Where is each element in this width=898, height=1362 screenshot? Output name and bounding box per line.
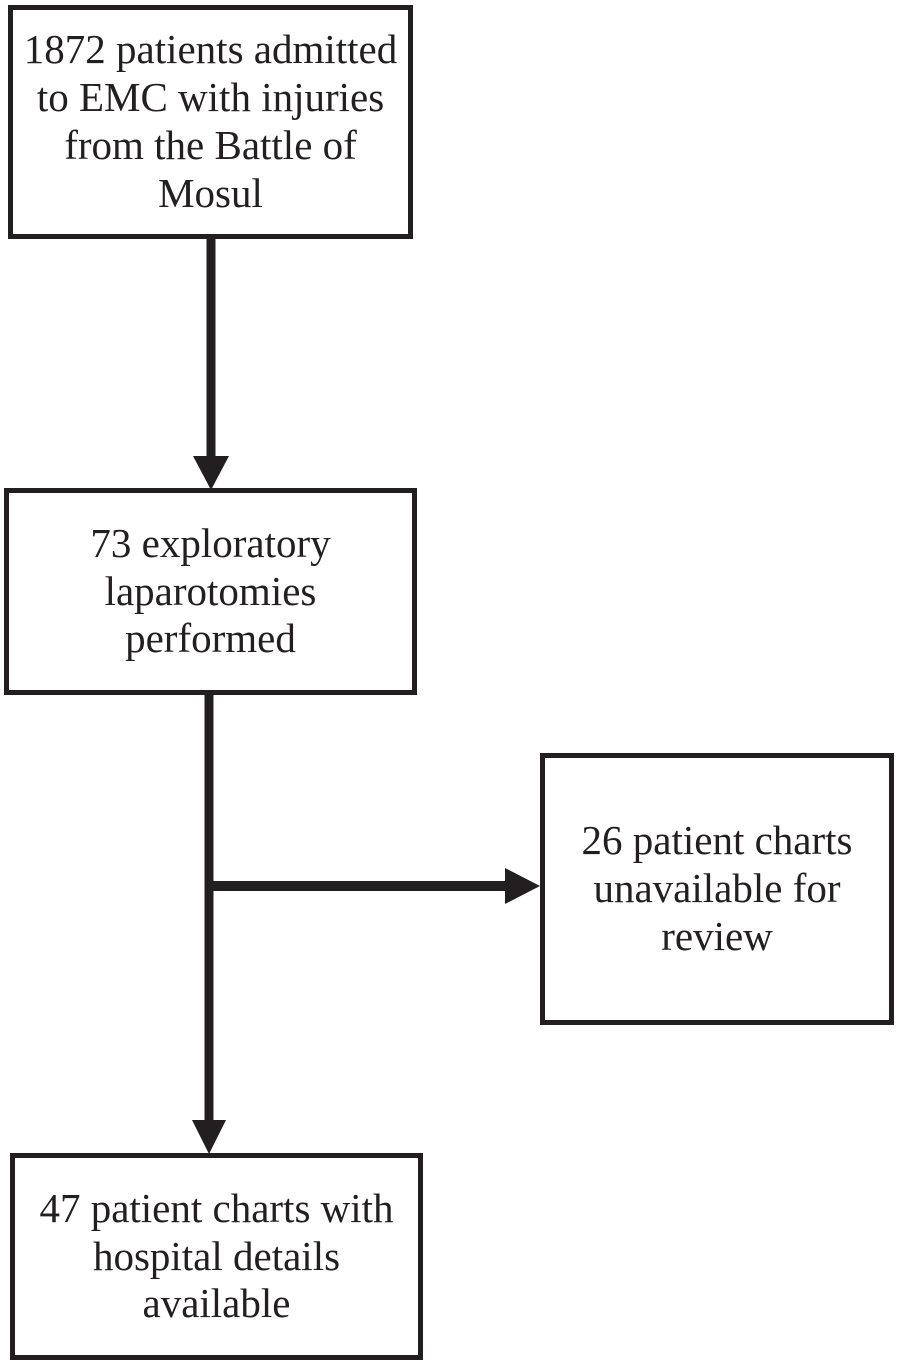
flow-node-available-label: 47 patient charts with hospital details … bbox=[39, 1184, 394, 1327]
flow-node-laparotomies: 73 exploratory laparotomies performed bbox=[4, 488, 417, 695]
flow-node-unavailable: 26 patient charts unavailable for review bbox=[540, 753, 894, 1025]
flow-node-laparotomies-label: 73 exploratory laparotomies performed bbox=[90, 519, 331, 662]
flow-node-unavailable-label: 26 patient charts unavailable for review bbox=[581, 817, 853, 959]
arrow-laparotomies-to-available-head bbox=[192, 1120, 226, 1154]
arrow-branch-to-unavailable-head bbox=[505, 868, 540, 904]
flow-node-admitted-label: 1872 patients admitted to EMC with injur… bbox=[23, 26, 398, 216]
flow-node-available: 47 patient charts with hospital details … bbox=[10, 1153, 423, 1360]
flow-node-admitted: 1872 patients admitted to EMC with injur… bbox=[8, 5, 413, 239]
arrow-admitted-to-laparotomies-head bbox=[193, 456, 229, 490]
